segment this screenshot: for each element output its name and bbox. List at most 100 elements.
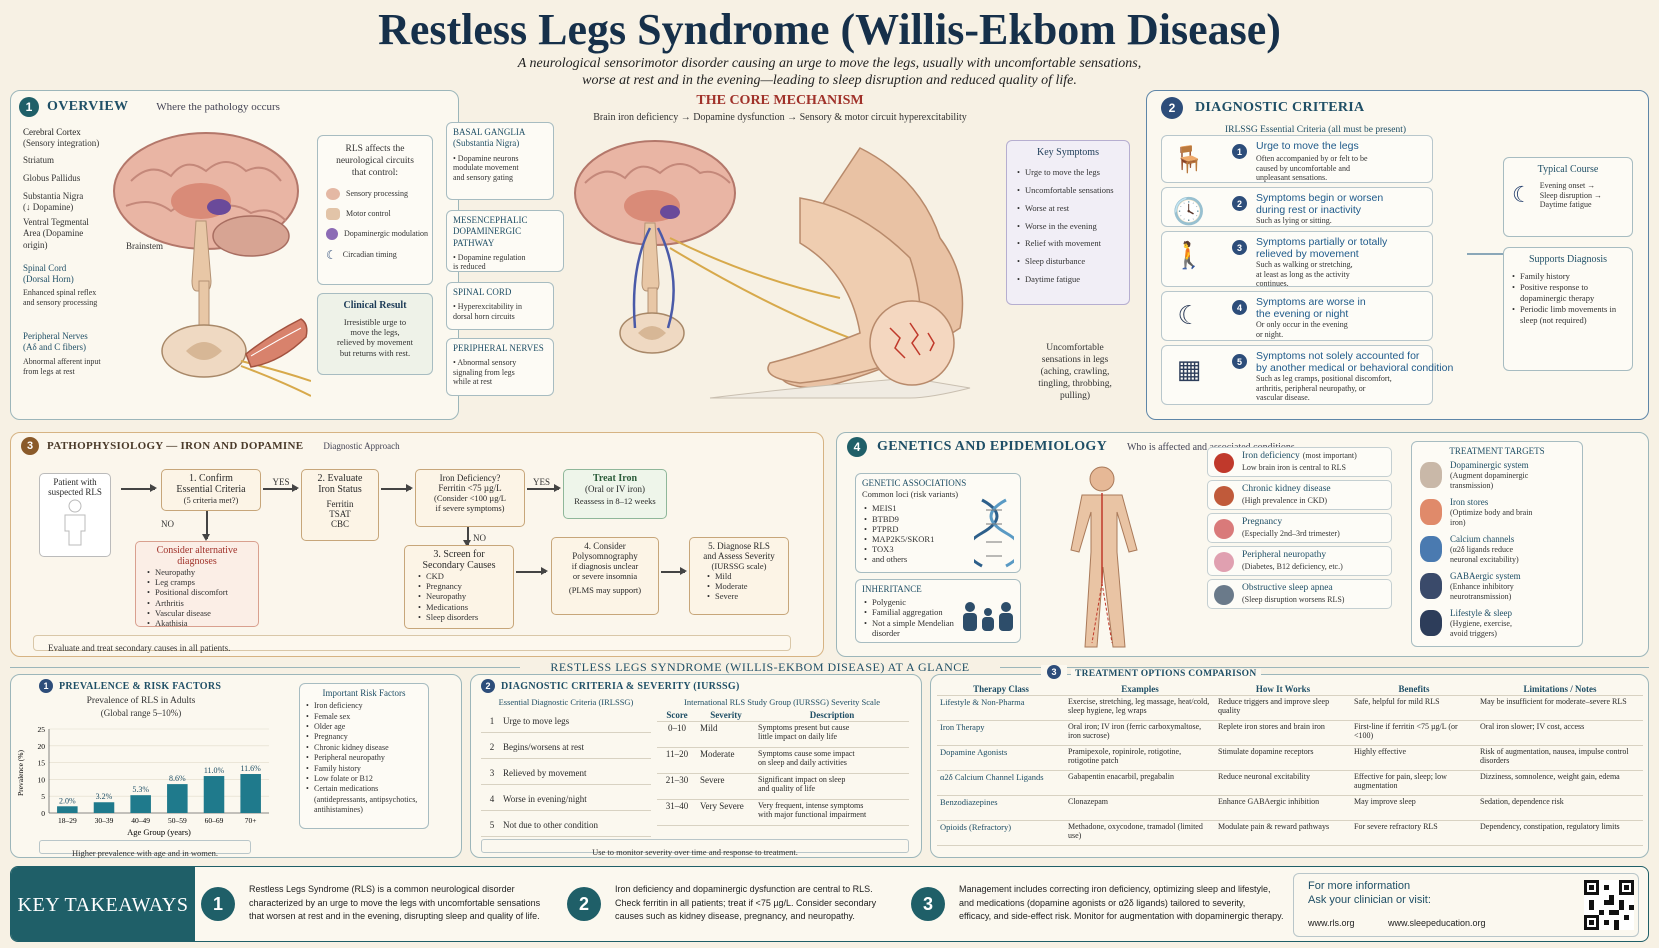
supports-item: Periodic limb movements in sleep (not re… — [1512, 304, 1624, 326]
section-number: 3 — [21, 437, 39, 455]
treatment-cell: Modulate pain & reward pathways — [1215, 820, 1351, 846]
sensation-line: pulling) — [1059, 390, 1091, 401]
alt-title: diagnoses — [177, 556, 217, 567]
risk-factors-box: Important Risk Factors Iron deficiencyFe… — [299, 683, 429, 829]
takeaway-line: that worsen at rest and in the evening, … — [249, 911, 540, 921]
affects-box: RLS affects the neurological circuits th… — [317, 135, 433, 285]
chart-xtick: 30–39 — [95, 816, 114, 825]
severity-col-header: Score — [657, 709, 697, 722]
criteria-title-2: the evening or night — [1256, 308, 1349, 321]
section-number: 2 — [1161, 97, 1183, 119]
chart-ytick: 10 — [38, 775, 46, 784]
treat-col-header: Benefits — [1351, 683, 1477, 696]
flow-arrow — [121, 485, 157, 491]
sleepeducation-link[interactable]: www.sleepeducation.org — [1388, 918, 1486, 928]
target-item: Lifestyle & sleep(Hygiene, exercise,avoi… — [1420, 608, 1580, 640]
chart-xtick: 18–29 — [58, 816, 77, 825]
alt-item: Neuropathy — [147, 567, 255, 577]
chart-ytick: 20 — [38, 742, 46, 751]
screen-line: 3. Screen for — [433, 549, 485, 560]
severity-desc-line: little impact on daily life — [758, 732, 838, 741]
assoc-title: GENETIC ASSOCIATIONS — [862, 478, 967, 488]
condition-item: Pregnancy(Especially 2nd–3rd trimester) — [1207, 513, 1392, 543]
meso-sub: DOPAMINERGIC PATHWAY — [453, 226, 522, 248]
chart-data-label: 5.3% — [132, 785, 149, 794]
severity-score: 31–40 — [657, 799, 697, 826]
chart-xtick: 60–69 — [205, 816, 224, 825]
label-nerves-desc-2: from legs at rest — [23, 366, 75, 376]
iron-deficiency-box: Iron Deficiency? Ferritin <75 µg/L (Cons… — [415, 469, 525, 527]
diag-subtitle: IRLSSG Essential Criteria (all must be p… — [1225, 125, 1406, 135]
evaluate-item: TSAT — [329, 509, 351, 519]
crit-footer: Use to monitor severity over time and re… — [481, 839, 909, 857]
screen-line: Secondary Causes — [422, 560, 496, 571]
confirm-line: Essential Criteria — [176, 484, 246, 495]
target-desc: transmission) — [1450, 480, 1494, 490]
severity-line: (IURSSG scale) — [711, 561, 767, 571]
core-mechanism-title: THE CORE MECHANISM — [696, 93, 864, 108]
alt-title: Consider alternative — [156, 545, 238, 556]
prev-sub-1: Prevalence of RLS in Adults — [86, 696, 196, 706]
severity-desc-line: Symptoms cause some impact — [758, 749, 855, 758]
chart-data-label: 2.0% — [59, 796, 76, 805]
patho-footer-text: Evaluate and treat secondary causes in a… — [48, 643, 231, 653]
more-info-sub: Ask your clinician or visit: — [1308, 894, 1431, 906]
diag-arrow — [1467, 253, 1503, 255]
periph-title: PERIPHERAL NERVES — [453, 343, 544, 353]
section-number: 2 — [481, 679, 495, 693]
calendar-icon: ▦ — [1176, 355, 1202, 385]
basal-desc: and sensory gating — [453, 172, 513, 182]
iron-icon — [1420, 499, 1442, 525]
clinical-result-box: Clinical Result Irresistible urge to mov… — [317, 293, 433, 375]
alt-item: Positional discomfort — [147, 587, 255, 597]
flow-arrow — [203, 511, 209, 541]
chart-ytick: 5 — [41, 792, 45, 801]
basal-title: BASAL GANGLIA — [453, 127, 526, 137]
severity-col-header: Description — [755, 709, 909, 722]
course-line: Evening onset → — [1539, 181, 1596, 190]
crit-row-number: 1 — [489, 716, 495, 726]
rls-link[interactable]: www.rls.org — [1308, 918, 1355, 928]
takeaway-text: Iron deficiency and dopaminergic dysfunc… — [615, 883, 876, 924]
criteria-title: Symptoms begin or worsen — [1256, 192, 1384, 204]
chair-icon: 🪑 — [1172, 145, 1206, 175]
qr-code-icon[interactable] — [1584, 878, 1634, 932]
assoc-list: MEIS1BTBD9PTPRDMAP2K5/SKOR1TOX3and other… — [864, 503, 1020, 564]
condition-title: Obstructive sleep apnea — [1242, 583, 1333, 593]
supports-title: Supports Diagnosis — [1528, 254, 1608, 265]
label-cord-desc-2: and sensory processing — [23, 297, 98, 307]
evaluate-item: Ferritin — [326, 499, 354, 509]
crit-row-number: 4 — [489, 794, 495, 804]
polysomnography-box: 4. Consider Polysomnography if diagnosis… — [551, 537, 659, 615]
condition-desc: (Diabetes, B12 deficiency, etc.) — [1242, 562, 1343, 571]
treatment-cell: Reduce triggers and improve sleep qualit… — [1215, 695, 1351, 721]
crit-row-text: Urge to move legs — [503, 716, 570, 726]
severity-score: 0–10 — [657, 721, 697, 748]
bed-moon-icon — [1420, 610, 1442, 636]
treatment-cell: Reduce neuronal excitability — [1215, 770, 1351, 796]
severity-level: Very Severe — [697, 799, 755, 826]
section-number: 3 — [1047, 665, 1061, 679]
label-pallidus: Globus Pallidus — [23, 173, 81, 183]
condition-item: Peripheral neuropathy(Diabetes, B12 defi… — [1207, 546, 1392, 576]
risk-item: Certain medications (antidepressants, an… — [306, 784, 424, 815]
inherit-item: Polygenic — [864, 597, 960, 607]
treat-col-header: Examples — [1065, 683, 1215, 696]
targets-title: TREATMENT TARGETS — [1449, 446, 1545, 456]
confirm-line: (5 criteria met?) — [183, 495, 239, 505]
label-nigra: Substantia Nigra — [23, 191, 84, 201]
meso-desc: • Dopamine regulation — [453, 252, 526, 262]
chart-bar — [93, 802, 115, 813]
spinal-title: SPINAL CORD — [453, 287, 512, 297]
core-mechanism-illustration — [574, 140, 971, 399]
psg-line: Polysomnography — [572, 551, 638, 561]
treat-col-header: Limitations / Notes — [1477, 683, 1643, 696]
target-title: Calcium channels — [1450, 534, 1515, 544]
takeaway-line: and medications (dopamine agonists or α2… — [959, 897, 1246, 908]
